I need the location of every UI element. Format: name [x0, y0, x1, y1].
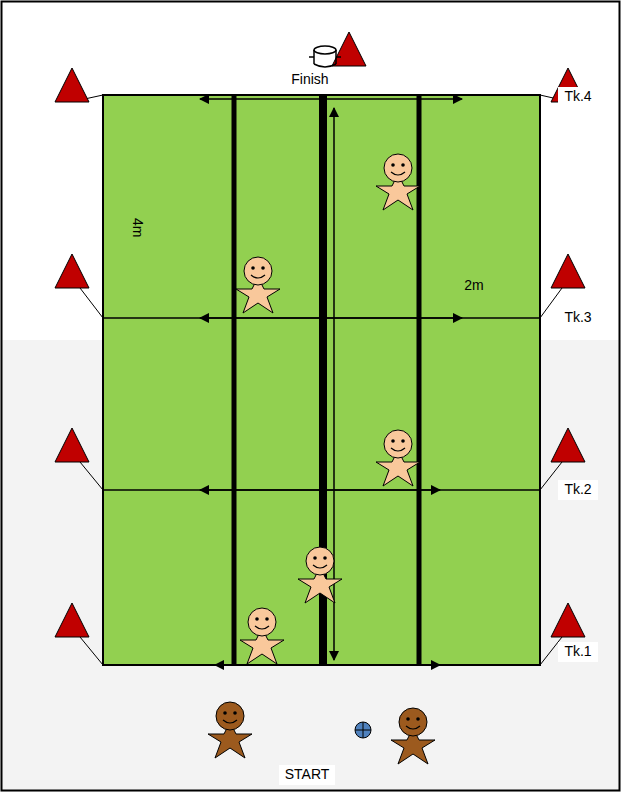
lane-lines — [234, 95, 419, 665]
cone-leaders — [80, 95, 562, 665]
dimension-label: 4m — [130, 218, 145, 237]
stage-label: Tk.1 — [558, 642, 597, 661]
length-arrow — [333, 108, 335, 660]
start-label: START — [279, 765, 336, 784]
cones — [55, 32, 585, 637]
players — [236, 154, 420, 664]
stage-label: Tk.2 — [558, 480, 597, 499]
width-arrows — [200, 99, 462, 665]
grass-field — [103, 95, 540, 665]
dimension-label: 2m — [464, 278, 483, 293]
ball — [355, 722, 371, 738]
stage-label: Tk.3 — [558, 308, 597, 327]
bucket-icon — [309, 46, 341, 67]
starting-players — [208, 702, 435, 764]
finish-label: Finish — [285, 70, 334, 89]
stage-label: Tk.4 — [558, 87, 597, 106]
